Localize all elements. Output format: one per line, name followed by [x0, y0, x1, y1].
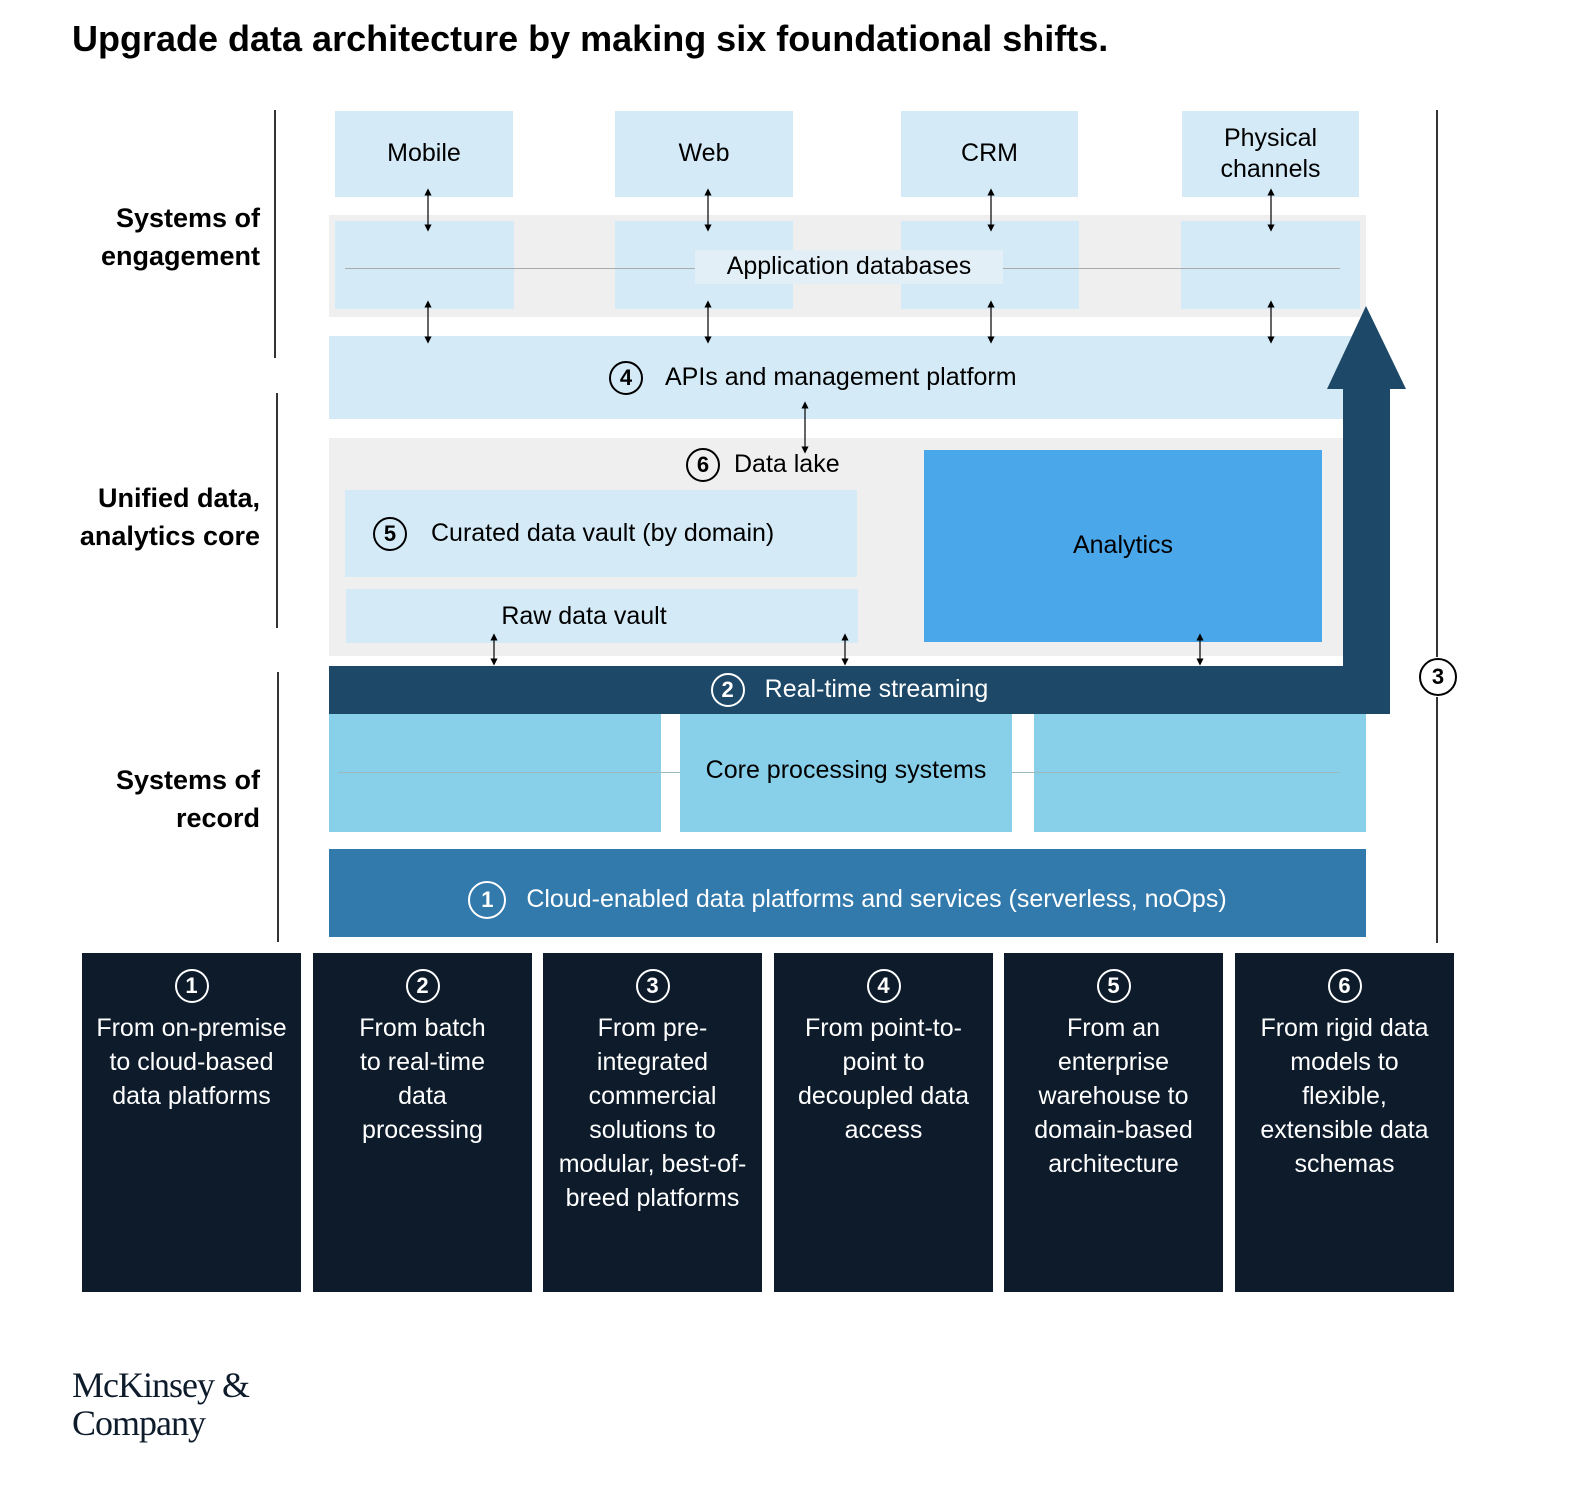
- mckinsey-logo: McKinsey & Company: [72, 1365, 250, 1443]
- number-badge: 2: [405, 969, 440, 1003]
- core-processing-label: Core processing systems: [680, 752, 1012, 790]
- shift-text: From on-premise to cloud-based data plat…: [96, 1014, 287, 1110]
- shift-text: From an enterprise warehouse to domain-b…: [1034, 1014, 1193, 1178]
- layer-label-engagement: Systems of engagement: [100, 203, 260, 271]
- layer-label-core: Unified data, analytics core: [79, 483, 260, 551]
- cloud-platforms: 1 Cloud-enabled data platforms and servic…: [329, 849, 1366, 937]
- raw-data-vault: Raw data vault: [346, 589, 858, 643]
- number-badge: 2: [710, 673, 745, 707]
- number-badge: 3: [635, 969, 670, 1003]
- channel-physical: Physical channels: [1182, 111, 1359, 197]
- shift-3-marker: 3: [1418, 657, 1458, 697]
- number-badge: 1: [468, 881, 507, 919]
- analytics: Analytics: [924, 450, 1322, 642]
- number-badge: 4: [609, 360, 643, 395]
- apis-platform: 4 APIs and management platform: [329, 336, 1366, 419]
- number-badge: 1: [174, 969, 209, 1003]
- cloud-label: Cloud-enabled data platforms and service…: [526, 885, 1227, 914]
- divider: [276, 393, 278, 628]
- number-badge: 6: [1327, 969, 1362, 1003]
- curated-data-vault: 5 Curated data vault (by domain): [345, 490, 857, 577]
- connector-arrows: [424, 188, 1275, 666]
- app-db-block: [335, 221, 514, 309]
- channel-crm: CRM: [901, 111, 1078, 197]
- page-title: Upgrade data architecture by making six …: [72, 18, 1109, 59]
- divider: [274, 110, 276, 358]
- shift-text: From batch to real-time data processing: [359, 1014, 486, 1144]
- shift-text: From rigid data models to flexible, exte…: [1260, 1014, 1429, 1178]
- curated-label: Curated data vault (by domain): [431, 518, 775, 547]
- divider: [277, 672, 279, 942]
- data-lake-title: 6 Data lake: [686, 445, 840, 485]
- shift-text: From point-to-point to decoupled data ac…: [798, 1014, 969, 1144]
- layer-label-record: Systems of record: [115, 765, 260, 833]
- streaming-label: Real-time streaming: [764, 675, 989, 704]
- app-db-block: [1181, 221, 1360, 309]
- apis-label: APIs and management platform: [665, 362, 1017, 391]
- number-badge: 6: [686, 448, 720, 482]
- upward-arrow-icon: [1327, 306, 1406, 714]
- application-databases-label: Application databases: [695, 250, 1003, 284]
- number-badge: 3: [1419, 658, 1457, 696]
- number-badge: 4: [866, 969, 901, 1003]
- number-badge: 5: [373, 516, 407, 551]
- shift-text: From pre-integrated commercial solutions…: [558, 1014, 747, 1212]
- divider: [1436, 110, 1438, 943]
- data-lake-label: Data lake: [734, 450, 840, 479]
- real-time-streaming: 2 Real-time streaming: [329, 666, 1390, 714]
- channel-web: Web: [615, 111, 793, 197]
- channel-mobile: Mobile: [335, 111, 513, 197]
- number-badge: 5: [1096, 969, 1131, 1003]
